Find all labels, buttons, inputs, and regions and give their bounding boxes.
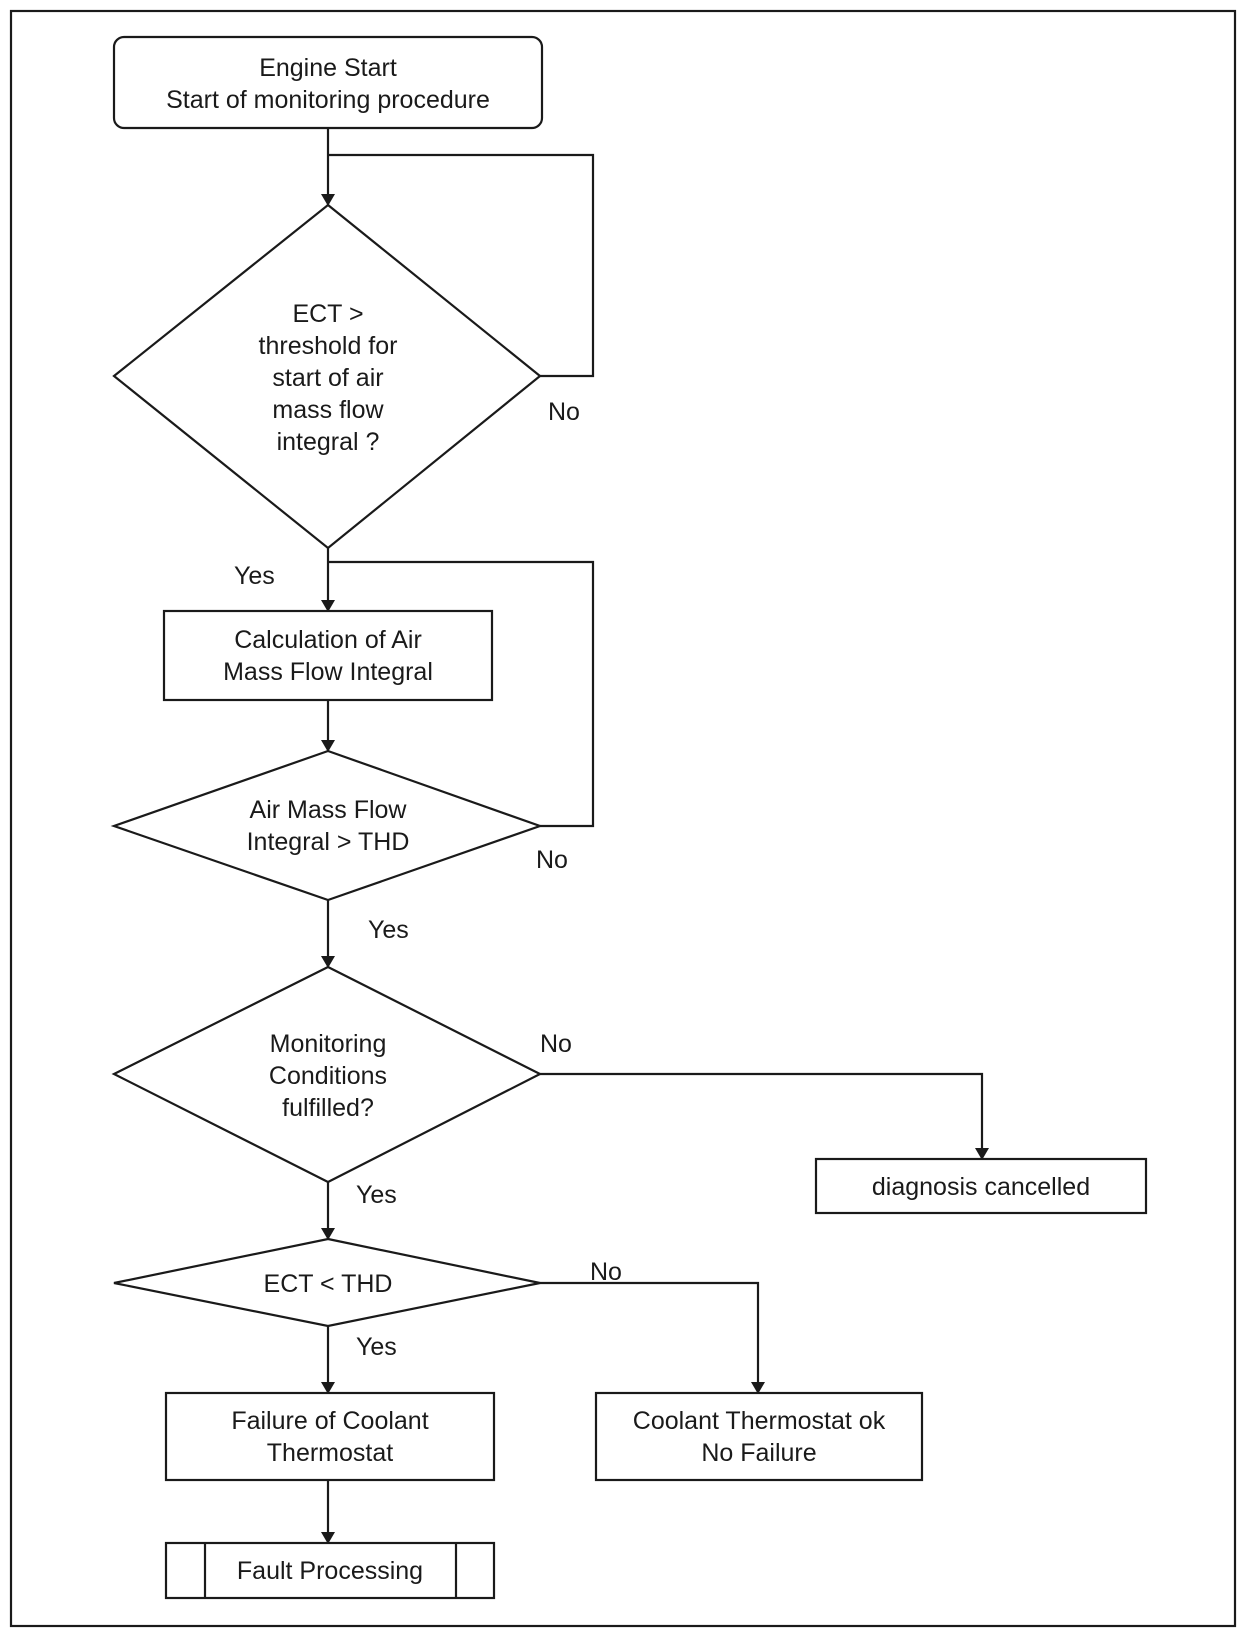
thermostat-ok-box — [594, 1391, 924, 1482]
thermostat-ok-line-1: Coolant Thermostat ok — [633, 1407, 886, 1435]
calc-integral-line-2: Mass Flow Integral — [223, 658, 433, 686]
label-monitoring-yes: Yes — [356, 1181, 397, 1209]
ect-start-diamond — [112, 203, 542, 550]
label-ect-start-no: No — [548, 398, 580, 426]
fault-processing-text: Fault Processing — [237, 1557, 423, 1585]
start-box — [112, 35, 544, 130]
ect-thd-text: ECT < THD — [264, 1270, 393, 1298]
monitoring-line-3: fulfilled? — [282, 1094, 374, 1122]
label-ect-thd-yes: Yes — [356, 1333, 397, 1361]
diagnosis-cancelled-box — [814, 1157, 1148, 1215]
label-integral-yes: Yes — [368, 916, 409, 944]
ect-start-line-4: mass flow — [272, 396, 384, 424]
start-node: Engine Start Start of monitoring procedu… — [112, 35, 544, 130]
calc-integral-node: Calculation of Air Mass Flow Integral — [162, 609, 494, 702]
ect-start-decision: ECT > threshold for start of air mass fl… — [112, 203, 542, 550]
ect-start-line-1: ECT > — [292, 300, 363, 328]
ect-thd-decision: ECT < THD — [113, 1237, 541, 1328]
thermostat-failure-line-1: Failure of Coolant — [231, 1407, 428, 1435]
ect-thd-diamond — [113, 1237, 541, 1328]
monitoring-decision: Monitoring Conditions fulfilled? — [111, 965, 543, 1184]
thermostat-failure-box — [164, 1391, 496, 1482]
calc-integral-box — [162, 609, 494, 702]
edge-monitoring-no — [540, 1072, 989, 1160]
edge-labels: No Yes No Yes No Yes No Yes — [234, 398, 622, 1361]
diagnosis-cancelled-node: diagnosis cancelled — [814, 1157, 1148, 1215]
thermostat-ok-node: Coolant Thermostat ok No Failure — [594, 1391, 924, 1482]
monitoring-line-1: Monitoring — [270, 1030, 387, 1058]
connectors — [321, 128, 989, 1544]
ect-start-line-5: integral ? — [277, 428, 380, 456]
integral-line-1: Air Mass Flow — [250, 796, 408, 824]
thermostat-ok-line-2: No Failure — [701, 1439, 816, 1467]
label-ect-thd-no: No — [590, 1258, 622, 1286]
thermostat-failure-node: Failure of Coolant Thermostat — [164, 1391, 496, 1482]
label-ect-start-yes: Yes — [234, 562, 275, 590]
integral-diamond — [110, 749, 544, 902]
diagram-frame — [9, 9, 1237, 1628]
integral-decision: Air Mass Flow Integral > THD — [110, 749, 544, 902]
label-integral-no: No — [536, 846, 568, 874]
fault-processing-box — [164, 1541, 496, 1600]
calc-integral-line-1: Calculation of Air — [234, 626, 422, 654]
integral-line-2: Integral > THD — [247, 828, 410, 856]
monitoring-diamond — [111, 965, 543, 1184]
diagnosis-cancelled-text: diagnosis cancelled — [872, 1173, 1090, 1201]
start-line-1: Engine Start — [259, 54, 397, 82]
monitoring-line-2: Conditions — [269, 1062, 387, 1090]
ect-start-line-2: threshold for — [259, 332, 398, 360]
start-line-2: Start of monitoring procedure — [166, 86, 490, 114]
edge-ect-start-no-loop — [328, 153, 595, 378]
fault-processing-node: Fault Processing — [164, 1541, 496, 1600]
edge-integral-no-loop — [328, 560, 595, 828]
label-monitoring-no: No — [540, 1030, 572, 1058]
edge-ect-thd-no — [540, 1281, 765, 1394]
thermostat-failure-line-2: Thermostat — [267, 1439, 393, 1467]
ect-start-line-3: start of air — [272, 364, 383, 392]
